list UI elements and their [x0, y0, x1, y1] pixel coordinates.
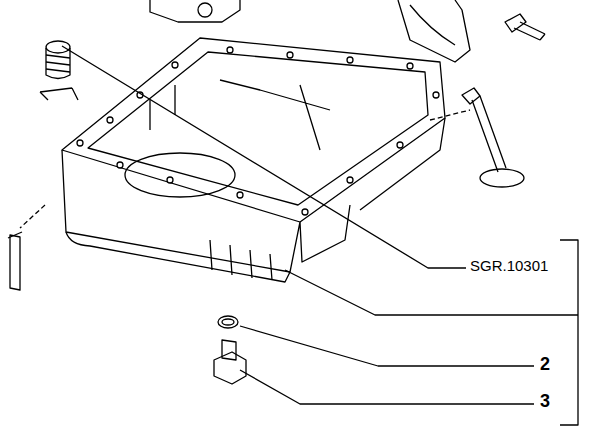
pan-flange-inner	[88, 52, 428, 205]
callout-number: 2	[538, 355, 552, 375]
plug-bracket	[40, 88, 78, 100]
drain-plug-head	[214, 352, 246, 384]
leader-line	[240, 326, 534, 366]
washer	[218, 316, 238, 328]
bolt-head	[8, 232, 22, 238]
pan-ribs	[210, 240, 272, 280]
seal-plate	[398, 0, 470, 62]
part-reference: SGR.10301	[468, 258, 550, 275]
assembly-line	[20, 205, 45, 228]
bolt	[505, 14, 545, 40]
leader-line	[240, 370, 534, 404]
plug-top	[46, 41, 70, 53]
seal-plate-edge	[410, 5, 455, 45]
dipstick-tab	[462, 88, 480, 104]
leader-line	[285, 270, 578, 315]
group-bracket	[560, 240, 578, 425]
washer-hole	[222, 319, 234, 325]
pan-flange	[62, 38, 445, 222]
pan-inner-bowl	[125, 153, 235, 197]
dipstick-flange	[480, 169, 524, 187]
bracket-hole	[198, 3, 212, 17]
callout-number: 3	[538, 392, 552, 412]
leader-line	[62, 46, 466, 268]
pan-sump	[66, 232, 290, 282]
drain-plug-thread	[222, 340, 236, 360]
assembly-line	[430, 110, 470, 120]
flange-bolt-holes	[77, 47, 439, 215]
dipstick-tube	[472, 96, 506, 172]
bracket-part	[150, 0, 240, 22]
plug-thread	[46, 55, 70, 72]
bolt	[10, 235, 20, 290]
pan-body	[62, 118, 445, 272]
